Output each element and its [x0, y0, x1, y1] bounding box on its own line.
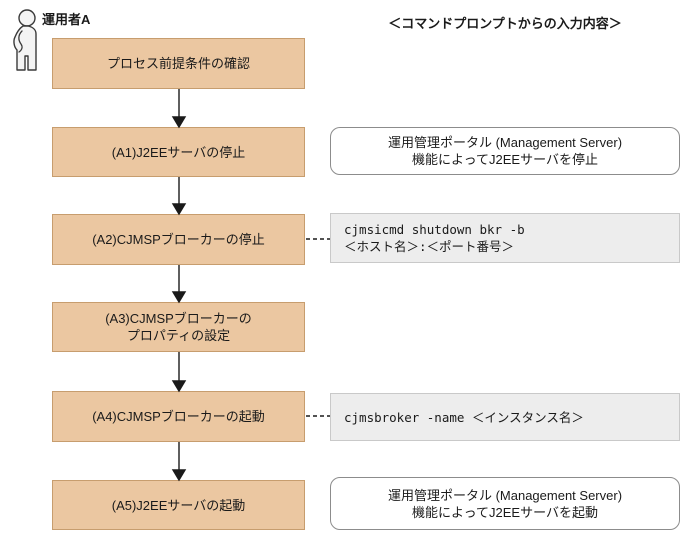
command-line: cjmsicmd shutdown bkr -b: [344, 222, 525, 237]
arrow-head-4: [171, 380, 187, 393]
flow-step-label: (A1)J2EEサーバの停止: [111, 144, 246, 160]
flow-step-label: (A5)J2EEサーバの起動: [111, 497, 246, 513]
note-line: 運用管理ポータル (Management Server): [387, 135, 623, 150]
flow-step-label: (A3)CJMSPブローカーの: [105, 311, 252, 326]
note-line: 機能によってJ2EEサーバを起動: [412, 504, 598, 520]
flow-step-label-line2: プロパティの設定: [126, 328, 231, 343]
flow-step-precondition: プロセス前提条件の確認: [52, 38, 305, 89]
note-line: 運用管理ポータル (Management Server): [387, 487, 623, 503]
note-a5-portal-start: 運用管理ポータル (Management Server) 機能によってJ2EEサ…: [330, 477, 680, 530]
actor-label: 運用者A: [42, 12, 91, 27]
arrow-head-2: [171, 203, 187, 216]
flow-step-a3: (A3)CJMSPブローカーの プロパティの設定: [52, 302, 305, 352]
note-a2-command: cjmsicmd shutdown bkr -b ＜ホスト名＞:＜ポート番号＞: [330, 213, 680, 263]
command-line: cjmsbroker -name ＜インスタンス名＞: [344, 409, 584, 425]
person-icon: [13, 9, 37, 71]
flow-step-a1: (A1)J2EEサーバの停止: [52, 127, 305, 177]
flow-step-label: (A2)CJMSPブローカーの停止: [92, 232, 265, 247]
note-a1-portal-stop: 運用管理ポータル (Management Server) 機能によってJ2EEサ…: [330, 127, 680, 175]
flow-step-label: プロセス前提条件の確認: [106, 56, 250, 71]
flow-step-label: (A4)CJMSPブローカーの起動: [92, 409, 265, 424]
arrow-head-1: [171, 116, 187, 129]
flow-step-a5: (A5)J2EEサーバの起動: [52, 480, 305, 530]
arrow-head-5: [171, 469, 187, 482]
flow-step-a2: (A2)CJMSPブローカーの停止: [52, 214, 305, 265]
arrow-head-3: [171, 291, 187, 304]
right-column-title: ＜コマンドプロンプトからの入力内容＞: [388, 16, 622, 31]
flow-step-a4: (A4)CJMSPブローカーの起動: [52, 391, 305, 442]
command-line: ＜ホスト名＞:＜ポート番号＞: [344, 239, 515, 254]
note-a4-command: cjmsbroker -name ＜インスタンス名＞: [330, 393, 680, 441]
note-line: 機能によってJ2EEサーバを停止: [412, 152, 598, 167]
